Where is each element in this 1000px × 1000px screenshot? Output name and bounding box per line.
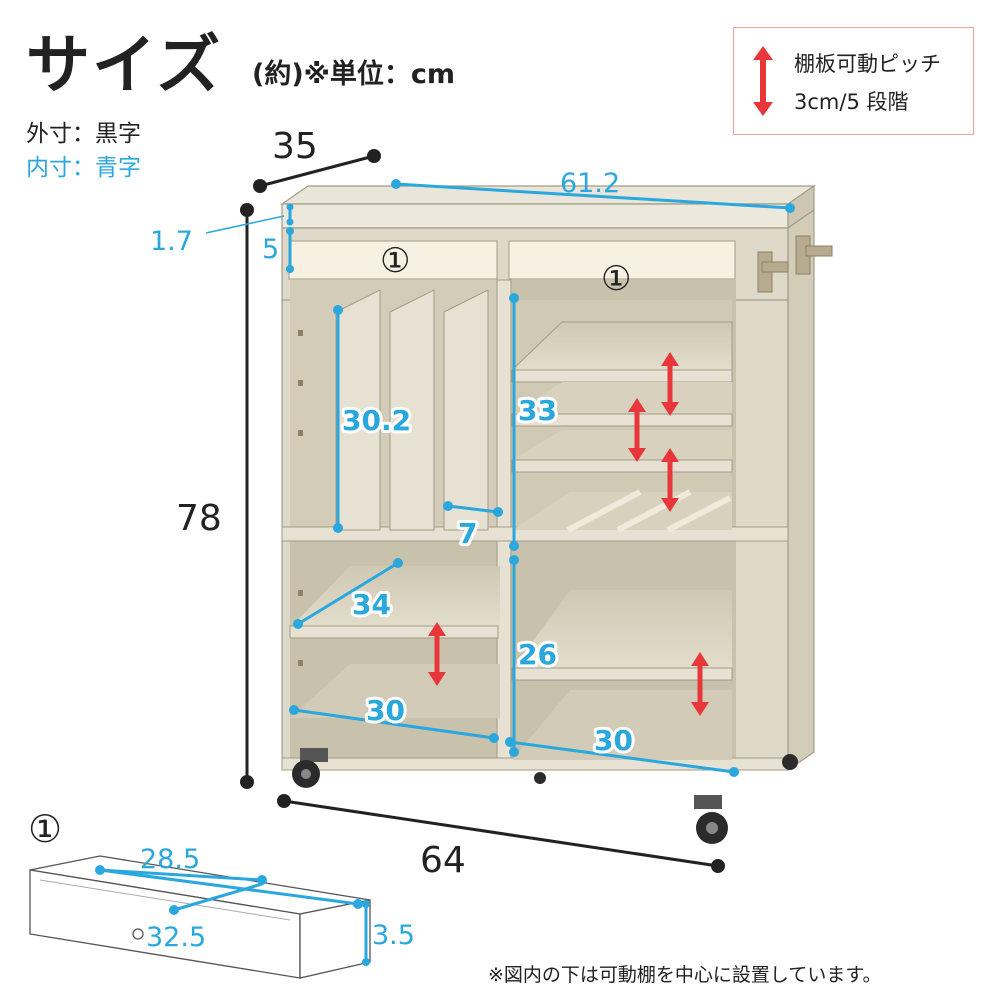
drawer-detail-label: ① [28,807,62,851]
double-arrow-icon [753,46,773,116]
outer-depth-label: 35 [272,126,318,167]
file-dividers [335,289,489,531]
inner-lower-left-depth-label: 34 [352,588,391,621]
pitch-note-line1: 棚板可動ピッチ [794,52,941,76]
legend-outer: 外寸：黒字 [26,121,141,147]
drawer-outer-width-label: 32.5 [146,922,206,953]
drawer-inner-width-label: 28.5 [140,844,200,875]
outer-width-label: 64 [420,840,466,881]
lower-shelves [289,330,733,760]
outer-dimension-lines [240,149,725,873]
page-title: サイズ [26,29,223,103]
unit-note: (約)※単位：cm [252,59,456,90]
pitch-note-line2: 3cm/5 段階 [794,90,909,114]
side-hook-icon [757,235,833,293]
outer-height-label: 78 [176,498,222,539]
inner-dimension-lines [205,179,795,777]
inner-drawer-height-label: 5 [262,234,279,265]
drawer-height-label: 3.5 [372,920,415,951]
inner-divider-height-label: 30.2 [342,404,411,437]
drawer-marker-right: ① [601,259,631,299]
inner-divider-gap-label: 7 [458,517,477,550]
footnote: ※図内の下は可動棚を中心に設置しています。 [488,964,882,986]
inner-lower-right-height-label: 26 [518,638,557,671]
caster-wheels [292,748,798,844]
inner-top-width-label: 61.2 [560,168,620,199]
inner-bottom-left-width-label: 30 [366,694,405,727]
drawer-detail-dimensions [95,865,370,966]
inner-bottom-right-width-label: 30 [594,724,633,757]
legend-inner: 内寸：青字 [26,155,141,181]
inner-upper-right-height-label: 33 [518,394,557,427]
inner-top-board-label: 1.7 [150,226,193,257]
drawer-marker-left: ① [380,241,410,281]
pitch-note-box: 棚板可動ピッチ 3cm/5 段階 [733,27,974,135]
drawer-fronts [288,240,736,280]
